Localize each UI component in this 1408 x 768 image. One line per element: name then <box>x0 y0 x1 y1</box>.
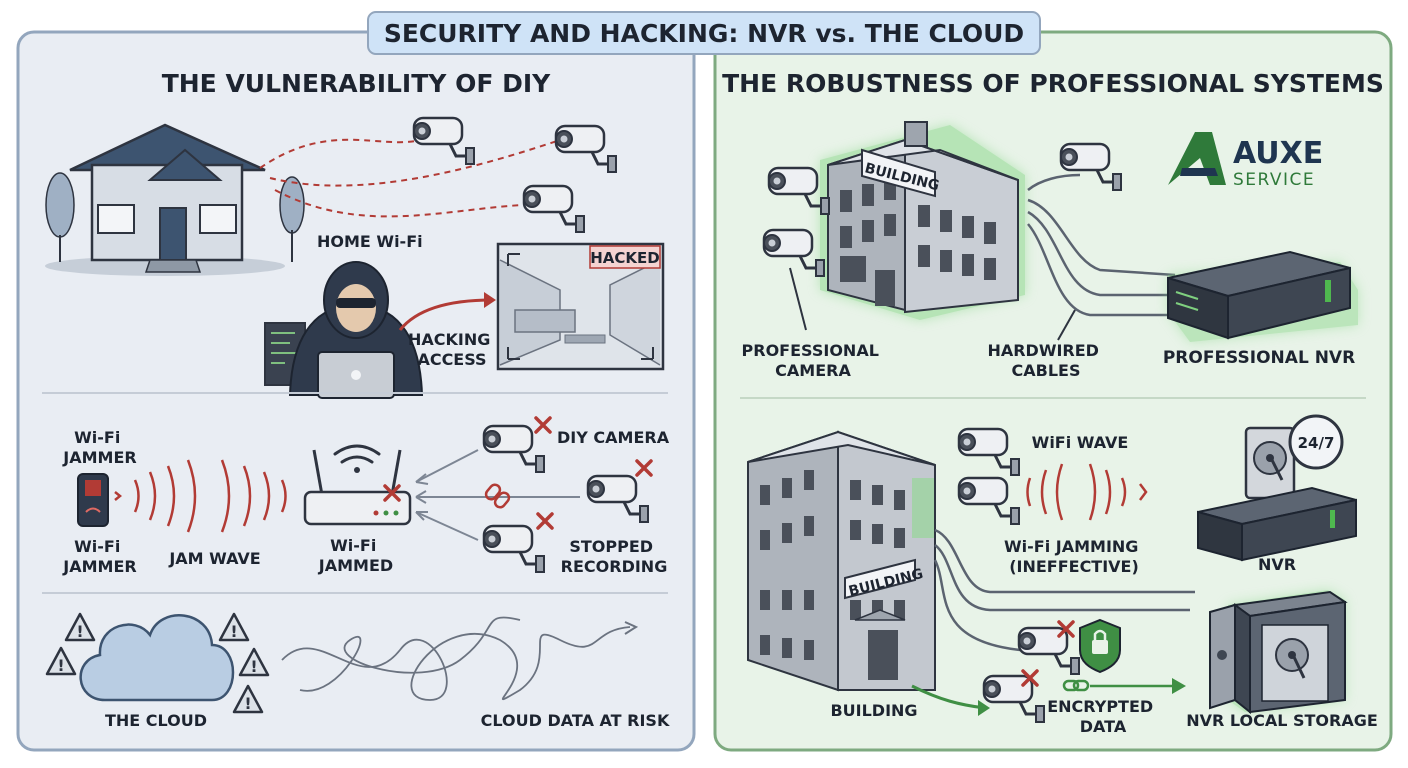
auxe-logo: AUXE SERVICE <box>1168 132 1323 190</box>
stopped-recording-label: STOPPED RECORDING <box>561 537 668 576</box>
page-title: SECURITY AND HACKING: NVR vs. THE CLOUD <box>384 19 1024 48</box>
clock-icon: 24/7 <box>1288 414 1344 470</box>
building-cables <box>933 528 1195 652</box>
encrypted-data-label: ENCRYPTED DATA <box>1047 697 1159 736</box>
logo-name: AUXE <box>1233 136 1323 171</box>
jam-wave-label: JAM WAVE <box>168 549 260 568</box>
title-banner: SECURITY AND HACKING: NVR vs. THE CLOUD <box>367 11 1041 55</box>
hacker-icon <box>264 261 424 399</box>
nvr-icon <box>1197 486 1357 562</box>
the-cloud-label: THE CLOUD <box>105 711 207 730</box>
tangled-data-path <box>281 616 631 701</box>
nvr-local-storage-label: NVR LOCAL STORAGE <box>1186 711 1378 730</box>
hacked-badge: HACKED <box>590 249 660 267</box>
jammer-bottom-label: Wi-Fi JAMMER <box>62 537 136 576</box>
hardwired-cables <box>1027 173 1176 317</box>
wifi-jammer-device <box>77 473 109 527</box>
wifi-wave-label: WiFi WAVE <box>1032 433 1129 452</box>
wifi-jammed-label: Wi-Fi JAMMED <box>318 536 393 575</box>
professional-camera-label: PROFESSIONAL CAMERA <box>742 341 885 380</box>
hard-drive-icon <box>1244 426 1296 500</box>
diy-camera-label: DIY CAMERA <box>557 428 670 447</box>
right-heading: THE ROBUSTNESS OF PROFESSIONAL SYSTEMS <box>722 69 1384 98</box>
house-icon <box>45 123 305 276</box>
wifi-jamming-label: Wi-Fi JAMMING (INEFFECTIVE) <box>1004 537 1144 576</box>
jammer-top-label: Wi-Fi JAMMER <box>62 428 136 467</box>
encrypted-link <box>1062 679 1180 692</box>
safe-icon <box>1209 590 1348 715</box>
left-panel: THE VULNERABILITY OF DIY HOME Wi-Fi <box>16 30 696 752</box>
hacking-access-label: HACKING ACCESS <box>408 330 496 369</box>
building-icon: BUILDING <box>747 430 936 692</box>
link-icon <box>484 483 511 509</box>
building-label: BUILDING <box>830 701 917 720</box>
lock-shield-icon <box>1079 618 1121 674</box>
cloud-risk-label: CLOUD DATA AT RISK <box>481 711 670 730</box>
nvr-label: NVR <box>1258 555 1296 574</box>
professional-nvr-label: PROFESSIONAL NVR <box>1163 348 1355 368</box>
badge-247: 24/7 <box>1298 434 1335 452</box>
jam-wave <box>114 459 287 533</box>
home-wifi-label: HOME Wi-Fi <box>317 232 423 251</box>
building-icon: BUILDING <box>820 121 1025 320</box>
hardwired-cables-label: HARDWIRED CABLES <box>987 341 1104 380</box>
nvr-icon <box>1167 250 1358 342</box>
logo-sub: SERVICE <box>1233 170 1315 190</box>
right-panel: THE ROBUSTNESS OF PROFESSIONAL SYSTEMS A… <box>713 30 1393 752</box>
wifi-wave <box>1026 463 1148 521</box>
hacked-camera-feed: HACKED <box>496 242 665 371</box>
wifi-intrusion-paths <box>259 138 561 218</box>
cloud-icon <box>79 614 235 702</box>
left-heading: THE VULNERABILITY OF DIY <box>162 69 551 98</box>
